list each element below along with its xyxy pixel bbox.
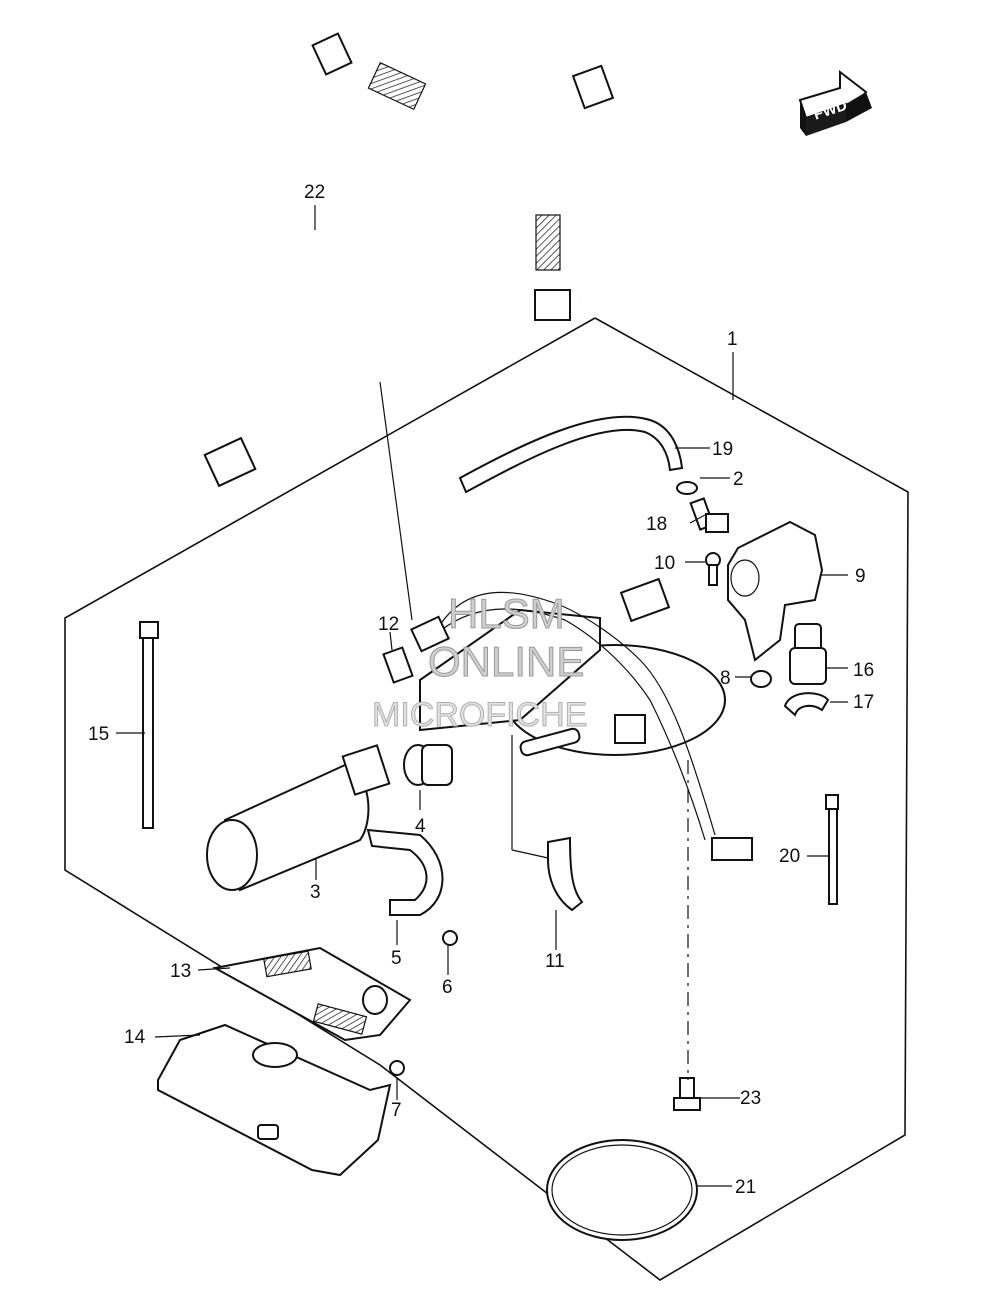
o-ring-8: [750, 670, 772, 688]
screw-6: [442, 930, 458, 946]
clip-17: [783, 692, 830, 717]
callout-labels: 22 1 19 2 18 10 9 12 8 16 17 15 4 20 3 5…: [88, 182, 874, 1198]
callout-6: 6: [442, 977, 453, 998]
callout-7: 7: [391, 1100, 402, 1121]
callout-8: 8: [720, 668, 731, 689]
leader-lines: [116, 205, 848, 1187]
watermark-line-2: ONLINE: [428, 638, 584, 685]
callout-3: 3: [310, 882, 321, 903]
grommet-4: [403, 744, 453, 786]
callout-13: 13: [170, 961, 191, 982]
callout-23: 23: [740, 1088, 761, 1109]
watermark-line-3: MICROFICHE: [372, 696, 587, 734]
flange-connector: [711, 837, 753, 861]
cable-tie-15: [139, 621, 159, 829]
fwd-arrow-icon: FWD: [798, 69, 872, 136]
callout-15: 15: [88, 724, 109, 745]
callout-21: 21: [735, 1177, 756, 1198]
connector-12: [382, 615, 450, 684]
watermark: HLSM ONLINE MICROFICHE: [372, 590, 588, 735]
fuel-pump-3: [206, 744, 391, 892]
o-ring-2: [676, 481, 698, 495]
assembly-outline: [64, 317, 909, 1281]
cable-tie-20: [825, 794, 839, 905]
filter-13: [212, 946, 412, 1042]
cover-14: [157, 1023, 392, 1177]
callout-2: 2: [733, 469, 744, 490]
callout-14: 14: [124, 1027, 146, 1048]
watermark-line-1: HLSM: [448, 590, 565, 637]
nut-7: [389, 1060, 405, 1076]
callout-16: 16: [853, 660, 874, 681]
hose-19: [458, 415, 684, 494]
valve-16: [789, 623, 827, 685]
pump-flange: [419, 577, 753, 861]
housing-port: [730, 559, 760, 597]
gasket-inner: [551, 1144, 693, 1236]
callout-20: 20: [779, 846, 800, 867]
band-5: [366, 828, 444, 916]
callout-17: 17: [853, 692, 874, 713]
callout-9: 9: [855, 566, 866, 587]
fitting-18: [689, 497, 729, 533]
callout-4: 4: [415, 816, 426, 837]
callout-11: 11: [545, 951, 565, 972]
bolt-23: [673, 1077, 701, 1111]
housing-9: [727, 520, 824, 662]
callout-12: 12: [378, 614, 399, 635]
hose-assembly-22: [98, 32, 636, 490]
callout-1: 1: [727, 329, 738, 350]
gasket-21: [546, 1139, 698, 1241]
callout-19: 19: [712, 439, 733, 460]
callout-18: 18: [646, 514, 667, 535]
screw-10: [705, 552, 721, 586]
callout-22: 22: [304, 182, 325, 203]
callout-5: 5: [391, 948, 402, 969]
bracket-11: [547, 836, 584, 912]
callout-10: 10: [654, 553, 675, 574]
